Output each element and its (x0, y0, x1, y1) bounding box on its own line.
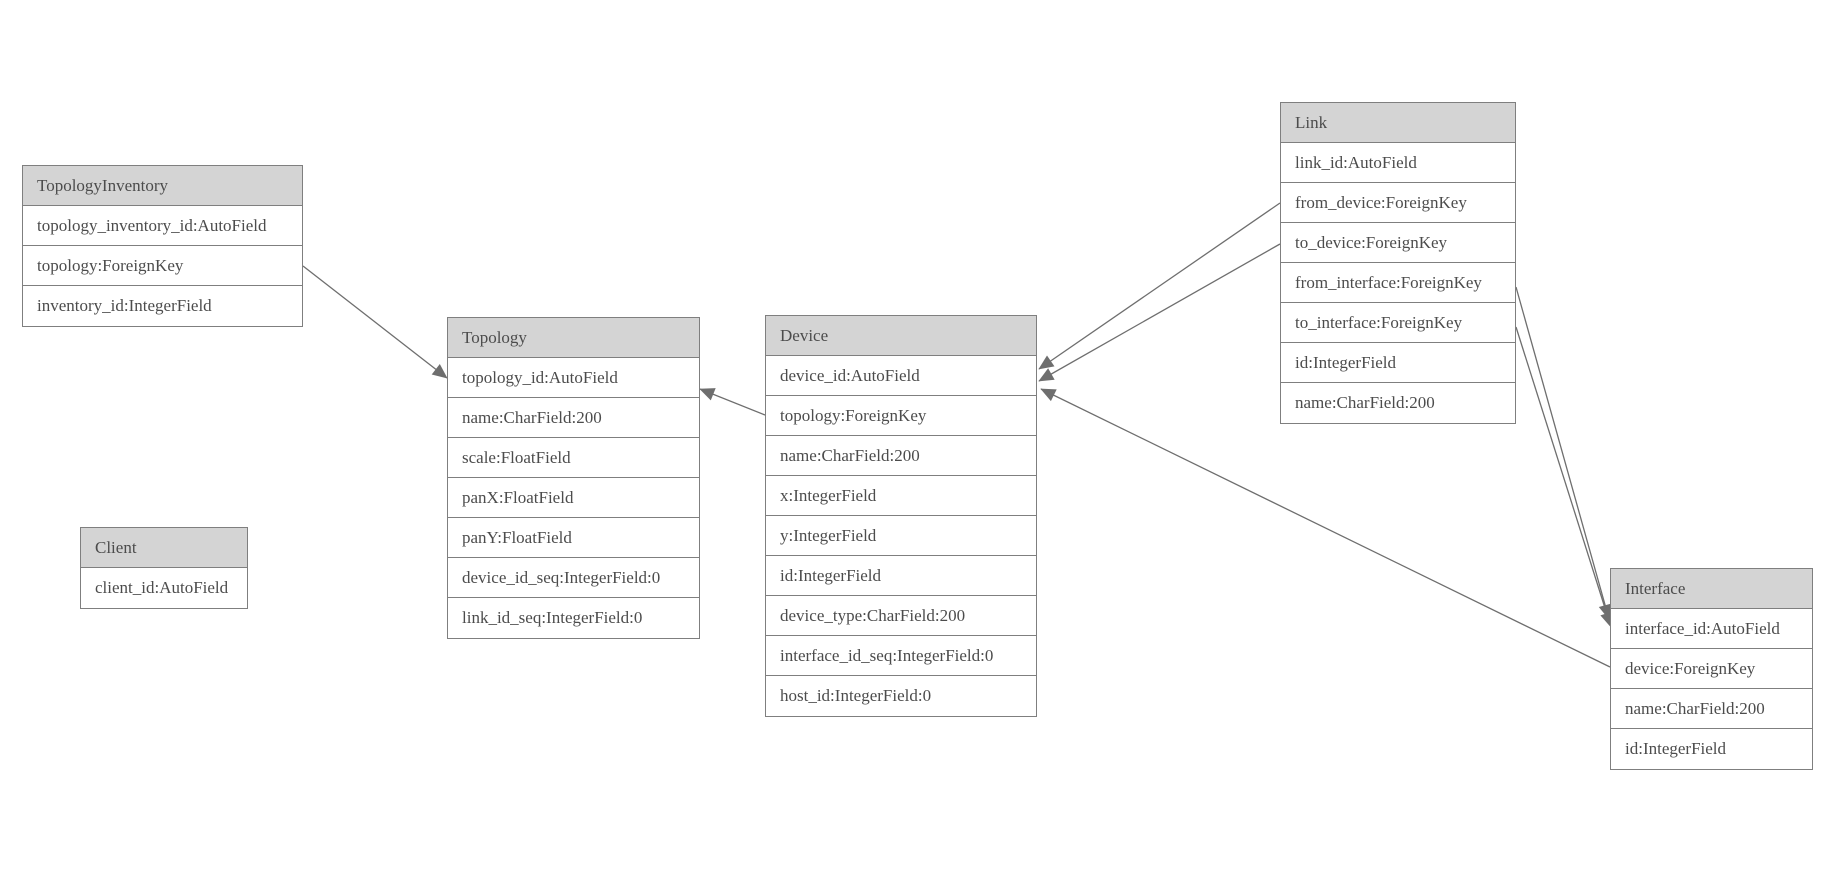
field-row: panY:FloatField (448, 518, 699, 558)
field-row: to_interface:ForeignKey (1281, 303, 1515, 343)
entity-table-topologyinventory: TopologyInventory topology_inventory_id:… (22, 165, 303, 327)
field-row: name:CharField:200 (448, 398, 699, 438)
field-row: interface_id_seq:IntegerField:0 (766, 636, 1036, 676)
field-row: link_id:AutoField (1281, 143, 1515, 183)
field-row: device:ForeignKey (1611, 649, 1812, 689)
fk-arrow-link-from-interface-to-interface (1515, 286, 1612, 620)
fk-arrow-interface-device-to-device (1040, 388, 1611, 668)
entity-title: TopologyInventory (23, 166, 302, 206)
fk-arrow-topologyinventory-topology-to-topology (302, 265, 448, 379)
entity-title: Topology (448, 318, 699, 358)
field-row: topology_id:AutoField (448, 358, 699, 398)
field-row: from_device:ForeignKey (1281, 183, 1515, 223)
fk-arrow-device-topology-to-topology (699, 388, 766, 416)
entity-title: Device (766, 316, 1036, 356)
field-row: x:IntegerField (766, 476, 1036, 516)
field-row: name:CharField:200 (1611, 689, 1812, 729)
field-row: y:IntegerField (766, 516, 1036, 556)
fk-arrow-link-to-interface-to-interface (1515, 326, 1613, 628)
field-row: inventory_id:IntegerField (37, 296, 212, 315)
field-row: link_id_seq:IntegerField:0 (462, 608, 643, 627)
field-row: name:CharField:200 (1295, 393, 1435, 412)
entity-title: Link (1281, 103, 1515, 143)
fk-arrow-link-from-device-to-device (1038, 202, 1281, 370)
field-row: topology:ForeignKey (766, 396, 1036, 436)
entity-field-list: client_id:AutoField (81, 568, 247, 608)
entity-table-client: Client client_id:AutoField (80, 527, 248, 609)
field-row: device_id:AutoField (766, 356, 1036, 396)
field-row: device_id_seq:IntegerField:0 (448, 558, 699, 598)
field-row: topology_inventory_id:AutoField (23, 206, 302, 246)
field-row: client_id:AutoField (95, 578, 229, 597)
field-row: topology:ForeignKey (23, 246, 302, 286)
field-row: scale:FloatField (448, 438, 699, 478)
field-row: host_id:IntegerField:0 (780, 686, 932, 705)
entity-title: Client (81, 528, 247, 568)
field-row: to_device:ForeignKey (1281, 223, 1515, 263)
field-row: from_interface:ForeignKey (1281, 263, 1515, 303)
field-row: id:IntegerField (766, 556, 1036, 596)
field-row: device_type:CharField:200 (766, 596, 1036, 636)
field-row: name:CharField:200 (766, 436, 1036, 476)
field-row: id:IntegerField (1625, 739, 1727, 758)
fk-arrow-link-to-device-to-device (1038, 243, 1281, 382)
entity-title: Interface (1611, 569, 1812, 609)
field-row: id:IntegerField (1281, 343, 1515, 383)
field-row: interface_id:AutoField (1611, 609, 1812, 649)
field-row: panX:FloatField (448, 478, 699, 518)
